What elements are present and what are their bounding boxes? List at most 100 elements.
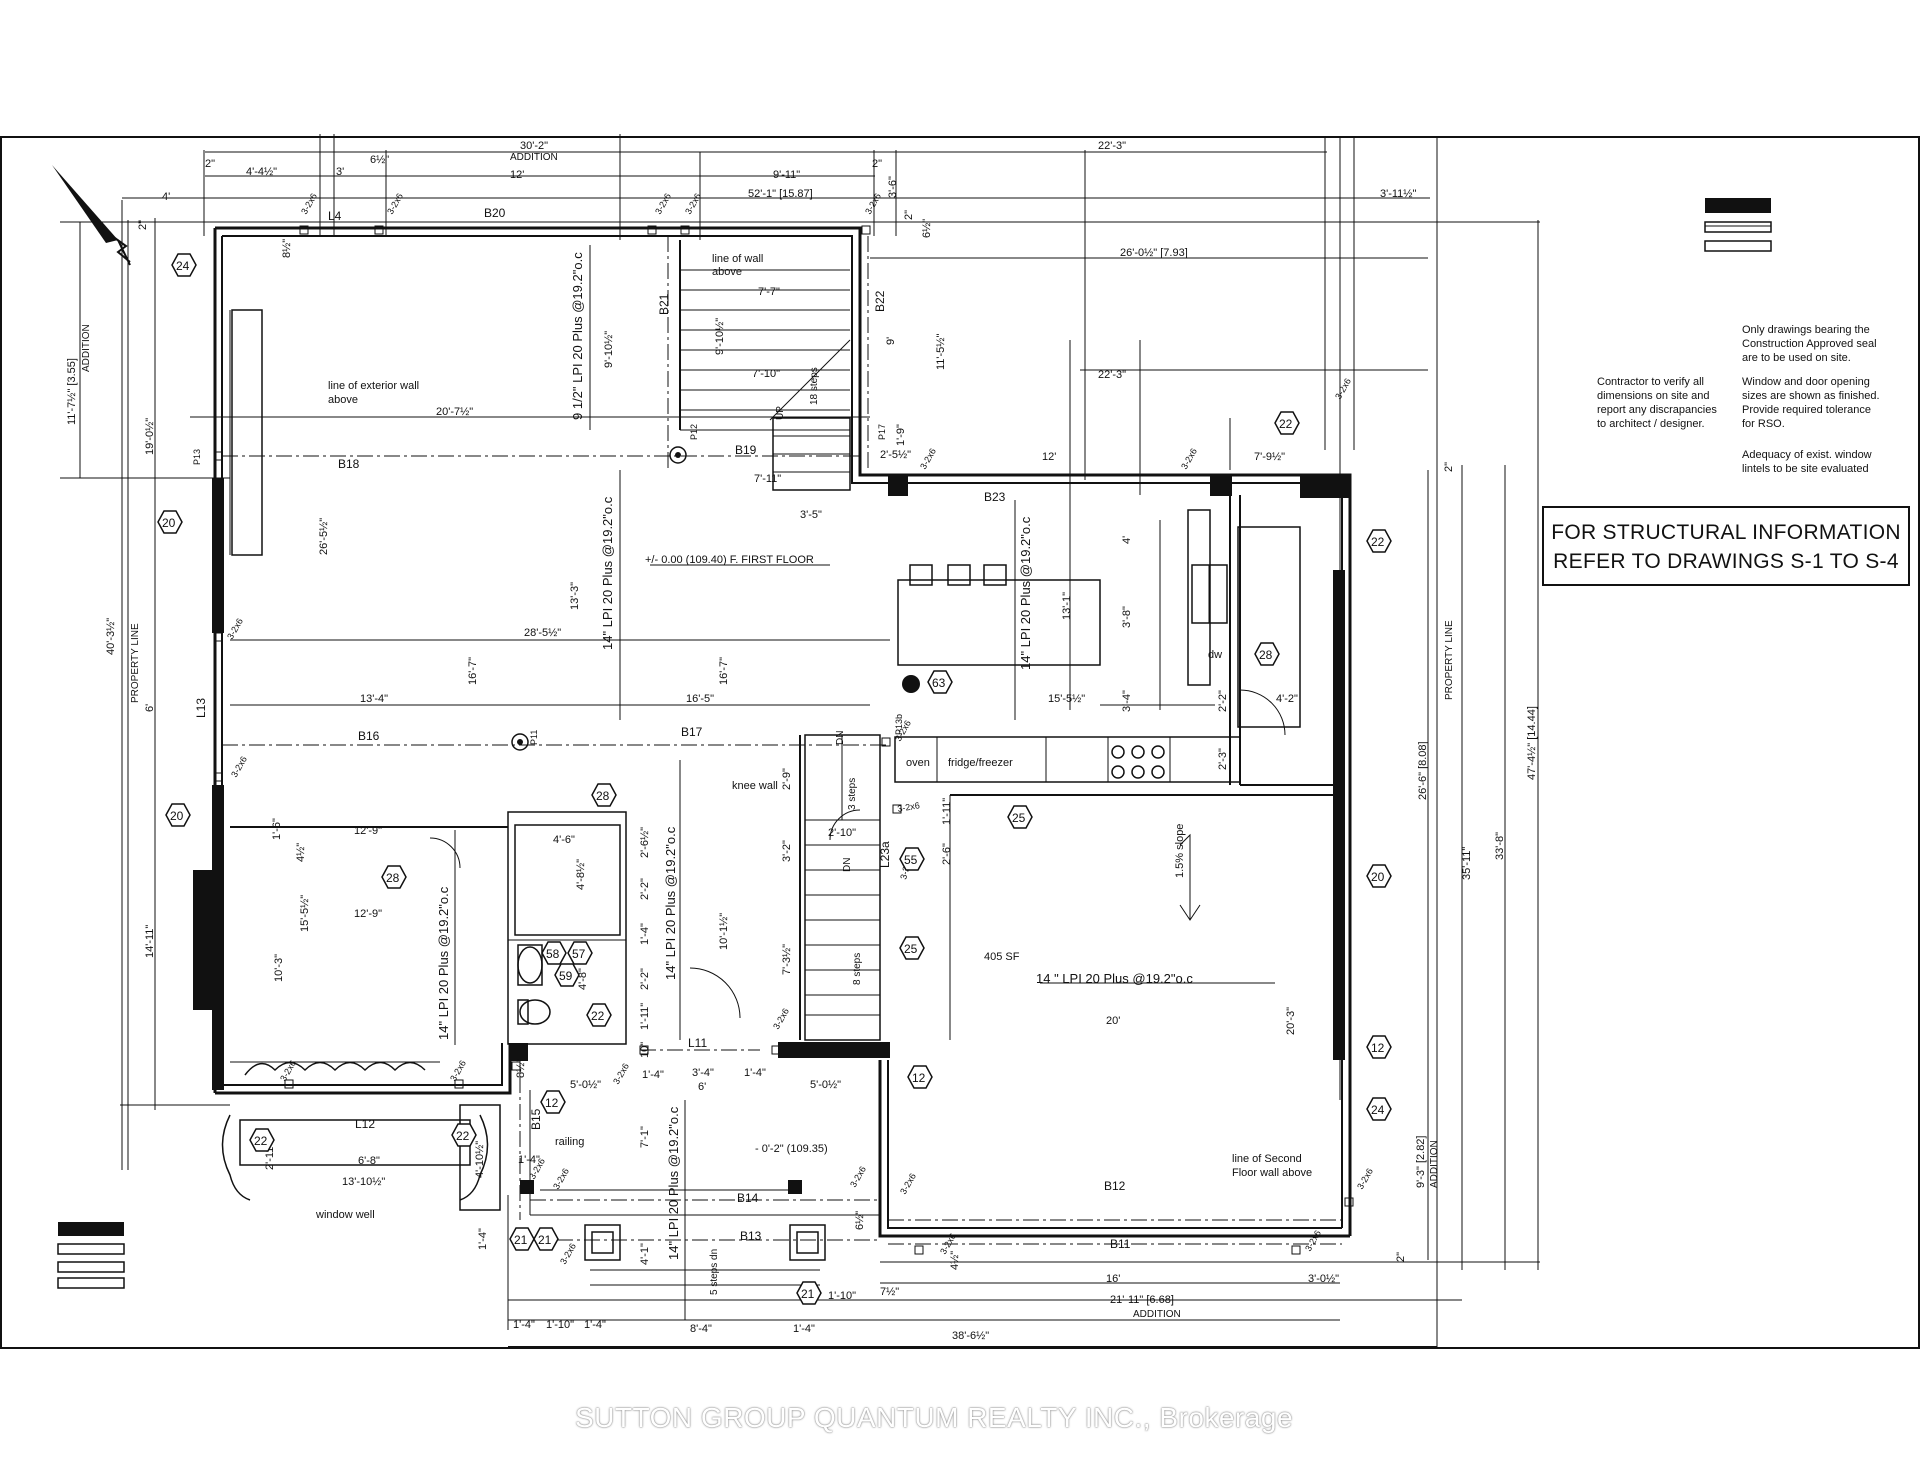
tag-20-c: 20 [1366,864,1392,888]
dim-label: 1'-4" [642,1069,664,1081]
dim-label: 4'-6" [553,834,575,846]
tag-25-a: 25 [1007,805,1033,829]
label-second-floor-1: line of Second [1232,1153,1302,1165]
joist-label: 9 1/2" LPI 20 Plus @19.2"o.c [570,252,585,420]
beam-label: B21 [657,293,671,315]
dim-label: 16'-7" [467,657,479,685]
dim-label: 7'-11" [754,473,781,485]
dim-label: 4½" [949,1251,961,1270]
svg-text:55: 55 [904,853,918,867]
dim-label: 1'-10" [828,1290,856,1302]
dim-label: 6½" [921,219,933,238]
dim-label: 2'-10" [828,827,856,839]
dim-label: 4'-1" [639,1243,651,1265]
dim-label: 7'-3½" [781,944,793,975]
label-dn-2: DN [842,858,853,872]
dim-label: 20'-7½" [436,406,473,418]
dim-label: 12'-9" [354,908,382,920]
tag-12-a: 12 [1366,1035,1392,1059]
dim-label: 16'-5" [686,693,714,705]
svg-text:20: 20 [170,809,184,823]
text-notes: Only drawings bearing the Construction A… [1597,324,1880,475]
dim-label: 2'-2" [1217,690,1229,712]
svg-text:25: 25 [1012,811,1026,825]
structural-info-line-2: REFER TO DRAWINGS S-1 TO S-4 [1553,550,1899,573]
dim-label: 38'-6½" [952,1330,989,1342]
label-8-steps: 8 steps [852,953,863,985]
tag-22-c: 22 [586,1003,612,1027]
dim-label: 7'-7" [758,286,780,298]
dim-label: 16'-7" [718,657,730,685]
member-callout: 3-2x6 [611,1062,631,1086]
tag-22-a: 22 [1274,411,1300,435]
beam-label: P17 [877,424,887,440]
dim-label: 3'-8" [1121,606,1133,628]
svg-text:24: 24 [1371,1103,1385,1117]
dim-label: 4'-4½" [246,166,277,178]
dim-label: 4' [162,191,170,203]
svg-text:58: 58 [546,947,560,961]
joist-label: 14" LPI 20 Plus @19.2"o.c [436,886,451,1040]
plan-labels: ADDITION ADDITION ADDITION ADDITION PROP… [81,152,1455,1320]
label-addition-top: ADDITION [510,152,558,163]
svg-text:59: 59 [559,969,573,983]
dim-label: 16' [1106,1273,1120,1285]
dim-label: 3'-5" [800,509,822,521]
tag-28-a: 28 [1254,642,1280,666]
beam-lines [222,227,1343,1245]
structural-info-line-1: FOR STRUCTURAL INFORMATION [1551,521,1901,544]
member-callout: 3-2x6 [225,617,245,641]
dim-label: 52'-1" [15.87] [748,188,813,200]
hex-tags: 24 20 20 22 22 28 28 28 63 25 25 55 20 1… [157,253,1392,1305]
joist-arrows [454,245,1275,1320]
label-second-floor-2: Floor wall above [1232,1167,1312,1179]
dim-label: 15'-5½" [299,895,311,932]
note-contractor-2: dimensions on site and [1597,390,1710,402]
dim-label: 20'-3" [1285,1007,1297,1035]
dim-label: 1'-4" [744,1067,766,1079]
dim-label: 2'-3" [1217,748,1229,770]
joist-label: 14" LPI 20 Plus @19.2"o.c [666,1106,681,1260]
exterior-walls [193,226,1352,1238]
beam-label: B13 [740,1229,762,1243]
dim-label: 4' [1121,536,1133,544]
member-callout: 3-2x6 [229,755,249,779]
dim-label: 6' [698,1081,706,1093]
dim-label: 6' [144,704,156,712]
svg-text:21: 21 [514,1233,528,1247]
dim-label: 1'-4" [639,923,651,945]
note-contractor-1: Contractor to verify all [1597,376,1704,388]
beam-label: B14 [737,1191,759,1205]
tag-28-c: 28 [381,865,407,889]
dim-label: 15'-5½" [1048,693,1085,705]
dim-label: 2" [1395,1252,1407,1262]
svg-text:57: 57 [572,947,586,961]
beam-label: B11 [1110,1237,1131,1251]
dim-label: 14'-11" [144,925,156,958]
bathroom-fixtures [517,675,920,1025]
label-3-steps: 3 steps [847,778,858,810]
note-window-4: for RSO. [1742,418,1785,430]
dim-label: 5'-0½" [810,1079,841,1091]
svg-text:12: 12 [1371,1041,1385,1055]
dim-label: 2'-2" [639,968,651,990]
beam-label: P11 [529,730,539,745]
label-first-floor: +/- 0.00 (109.40) F. FIRST FLOOR [645,554,814,566]
member-callout: 3-2x6 [1303,1229,1323,1253]
tag-59: 59 [554,963,580,987]
dim-label: 4'-10½" [474,1141,486,1178]
dim-label: 10'-1½" [718,913,730,950]
member-callout: 3-2x6 [771,1007,791,1031]
door-swings [429,689,1286,1019]
tag-22-e: 22 [451,1123,477,1147]
label-ext-wall-1: line of exterior wall [328,380,419,392]
svg-text:63: 63 [932,676,946,690]
dim-label: 13'-1" [1061,592,1073,620]
dim-label: 1'-4" [477,1228,489,1250]
member-callout: 3-2x6 [1179,447,1199,471]
label-knee-wall: knee wall [732,780,778,792]
dim-label: 1'-6" [271,818,283,840]
label-dw: dw [1208,649,1222,661]
label-property-line-right: PROPERTY LINE [1444,620,1455,700]
